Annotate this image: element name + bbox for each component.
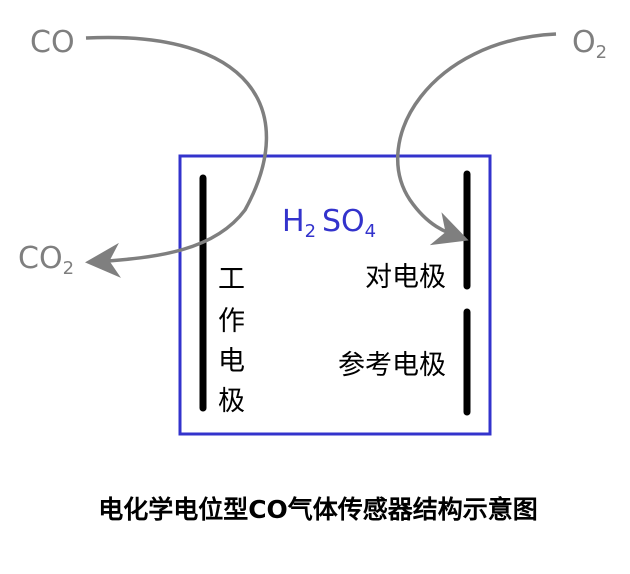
o2-label: O2 (572, 25, 607, 63)
figure-caption: 电化学电位型CO气体传感器结构示意图 (98, 495, 538, 524)
o2-arrow (396, 32, 557, 246)
sensor-box (178, 154, 492, 436)
co-label: CO (30, 25, 75, 60)
working-electrode-label-3: 电 (218, 346, 245, 377)
reference-electrode-label: 参考电极 (338, 350, 446, 381)
co2-label: CO2 (18, 241, 74, 279)
co-to-co2-arrow (85, 35, 269, 278)
working-electrode-label-1: 工 (218, 264, 245, 295)
counter-electrode-label: 对电极 (365, 262, 446, 293)
working-electrode-label-2: 作 (218, 306, 245, 337)
working-electrode-label-4: 极 (218, 386, 245, 417)
